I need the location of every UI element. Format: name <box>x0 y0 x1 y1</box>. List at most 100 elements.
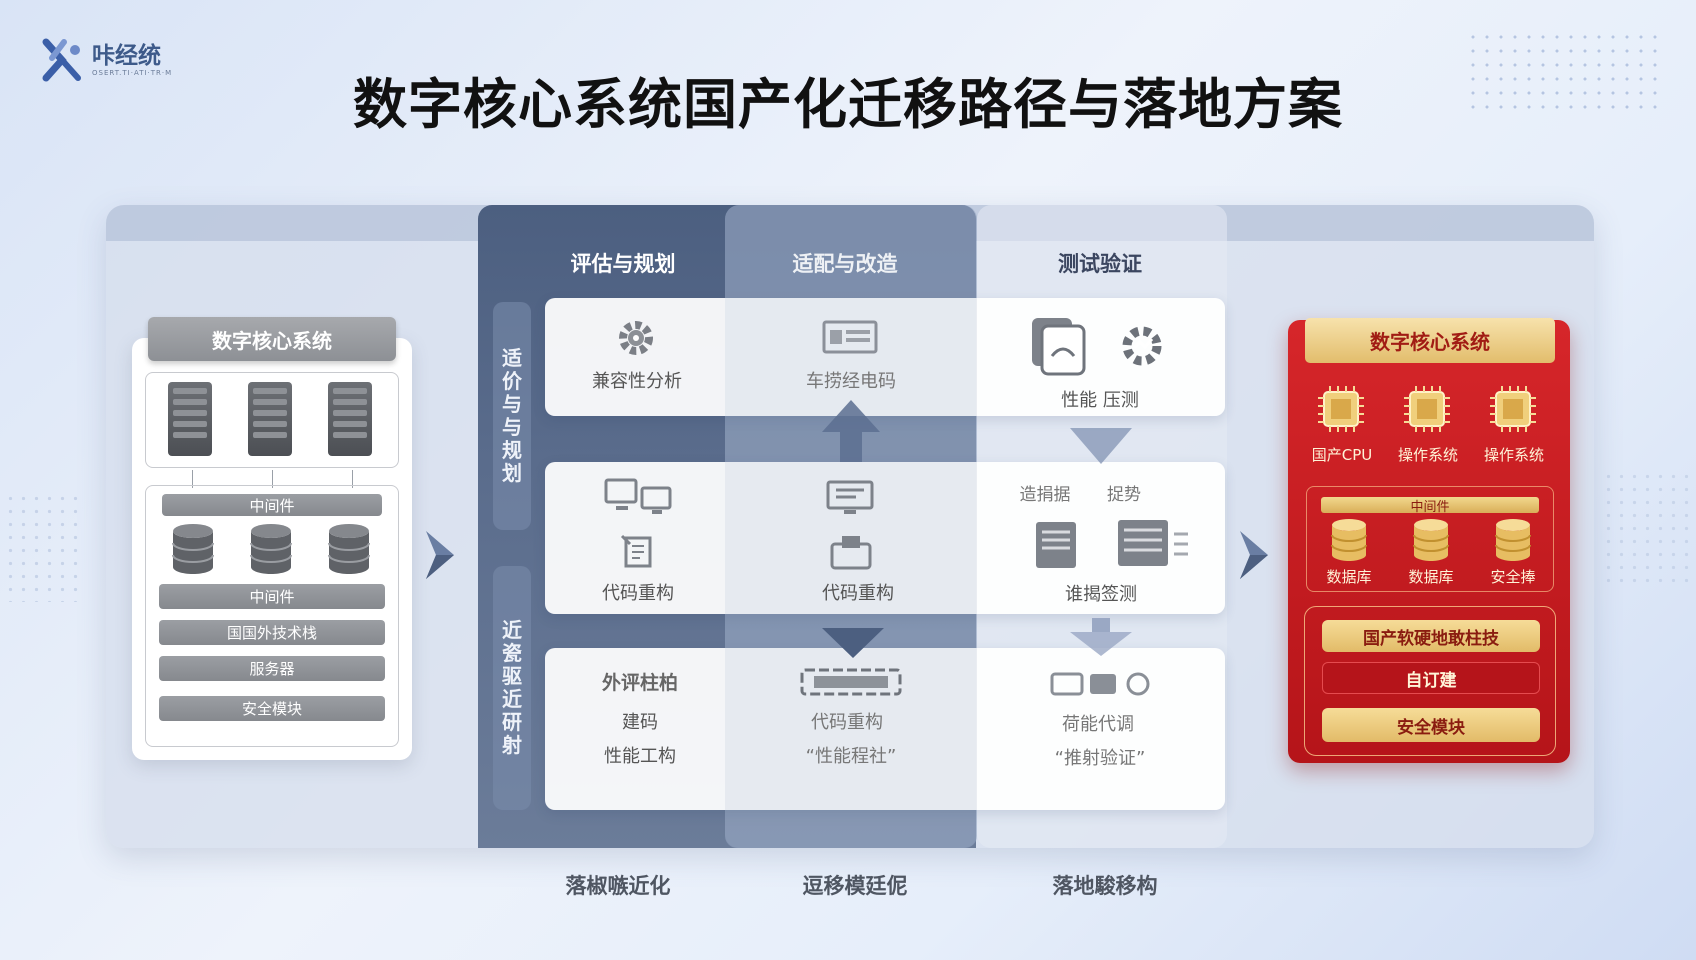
arrow-down-icon <box>1070 618 1132 656</box>
chip-label: 操作系统 <box>1397 446 1458 464</box>
card-label: 性能工构 <box>604 746 676 767</box>
stack-group <box>145 485 399 747</box>
vlabel-char: 规 <box>502 438 522 462</box>
vlabel-char: 瓷 <box>502 641 522 665</box>
target-stack-box <box>1306 486 1554 592</box>
card-label: 代码重构 <box>822 583 894 604</box>
page-title: 数字核心系统国产化迁移路径与落地方案 <box>353 73 1343 136</box>
server-icon <box>248 382 292 456</box>
column-header-adapt: 适配与改造 <box>792 252 898 276</box>
brand-logo: 咔经统 OSERT.TI·ATI·TR·M <box>42 36 172 84</box>
card-label: 代码重构 <box>602 583 674 604</box>
vlabel-char: 近 <box>502 687 522 711</box>
decor-dots <box>1602 470 1692 590</box>
adapt-column-tint <box>725 205 977 848</box>
cpu-chip-icon <box>1490 386 1536 432</box>
stack-bar: 中间件 <box>159 584 385 609</box>
gear-icon <box>619 321 653 355</box>
target-layer-bar: 国产软硬地敢柱技 <box>1322 620 1540 652</box>
flow-arrow-icon <box>1240 531 1268 579</box>
card-label: 性能 压测 <box>1061 390 1139 411</box>
bottom-label: 逗移模廷伲 <box>802 874 908 898</box>
connector-line <box>352 470 353 488</box>
bottom-label: 落地駿移构 <box>1052 874 1158 898</box>
vertical-label-bottom: 近 瓷 驱 近 研 射 <box>493 566 531 810</box>
monitor-icon <box>826 480 874 514</box>
target-low-box <box>1304 606 1556 756</box>
card-label: 荷能代调 <box>1062 714 1134 735</box>
monitor-icon <box>822 320 878 354</box>
database-icon <box>328 524 370 574</box>
database-icon <box>1413 519 1449 561</box>
target-db-row <box>1330 518 1532 562</box>
db-label: 数据库 <box>1408 568 1454 586</box>
target-layer-bar: 自订建 <box>1322 662 1540 694</box>
logo-icon <box>42 38 81 82</box>
decor-dots <box>1466 30 1666 110</box>
code-block-icon <box>800 668 902 696</box>
server-row <box>168 382 372 456</box>
vlabel-char: 适 <box>502 346 522 370</box>
chip-label: 操作系统 <box>1483 446 1544 464</box>
card-label: “推射验证” <box>1054 748 1146 769</box>
source-system-header: 数字核心系统 <box>148 317 396 361</box>
db-label: 安全捧 <box>1490 568 1536 586</box>
vertical-label-top: 适 价 与 与 规 划 <box>493 302 531 530</box>
card-label: 兼容性分析 <box>592 371 682 392</box>
arrow-down-icon <box>822 628 884 658</box>
card-label: “性能程社” <box>805 746 897 767</box>
card-label: 建码 <box>622 712 658 733</box>
row-card-1 <box>545 298 1225 416</box>
card-label: 谁揭签测 <box>1065 584 1137 605</box>
document-edit-icon <box>620 534 652 568</box>
target-layer-bar: 安全模块 <box>1322 708 1540 742</box>
vlabel-char: 与 <box>502 415 522 439</box>
card-label: 造捐据 <box>1019 485 1071 505</box>
gear-icon <box>1122 326 1162 366</box>
target-system-header: 数字核心系统 <box>1305 318 1555 363</box>
server-icon <box>168 382 212 456</box>
database-icon <box>1331 519 1367 561</box>
code-file-icon <box>830 536 872 570</box>
database-icon <box>172 524 214 574</box>
stack-bar: 服务器 <box>159 656 385 681</box>
server-doc-icon <box>1036 522 1076 568</box>
card-label: 捉势 <box>1107 485 1141 505</box>
arrow-up-icon <box>822 400 880 462</box>
cpu-chip-icon <box>1318 386 1364 432</box>
connector-line <box>192 470 193 488</box>
connector-line <box>272 470 273 488</box>
db-label: 数据库 <box>1326 568 1372 586</box>
vlabel-char: 价 <box>502 369 522 393</box>
arrow-down-icon <box>1070 428 1132 464</box>
card-label: 车捞经电码 <box>806 371 896 392</box>
card-label: 外评柱柏 <box>601 672 678 694</box>
decor-dots <box>4 492 84 602</box>
middleware-bar: 中间件 <box>162 494 382 516</box>
database-row <box>172 523 370 575</box>
column-header-assess: 评估与规划 <box>570 252 676 276</box>
server-group <box>145 372 399 468</box>
database-icon <box>1495 519 1531 561</box>
chip-row <box>1316 384 1538 434</box>
vlabel-char: 驱 <box>502 664 522 688</box>
tools-icon <box>1050 672 1150 696</box>
database-icon <box>250 524 292 574</box>
vlabel-char: 近 <box>502 618 522 642</box>
computer-icon <box>604 478 672 514</box>
vlabel-char: 射 <box>502 733 522 757</box>
middleware-bar: 中间件 <box>1321 497 1539 515</box>
stack-bar: 安全模块 <box>159 696 385 721</box>
vlabel-char: 划 <box>502 461 522 485</box>
brand-sub: OSERT.TI·ATI·TR·M <box>92 69 173 77</box>
vlabel-char: 与 <box>502 392 522 416</box>
database-doc-icon <box>1118 520 1188 566</box>
bottom-label: 落椒嗾近化 <box>565 874 671 898</box>
document-icon <box>1032 318 1086 376</box>
flow-arrow-icon <box>426 531 454 579</box>
cpu-chip-icon <box>1404 386 1450 432</box>
vlabel-char: 研 <box>502 710 522 734</box>
column-header-test: 测试验证 <box>1058 252 1142 276</box>
stack-bar: 国国外技术栈 <box>159 620 385 645</box>
server-icon <box>328 382 372 456</box>
